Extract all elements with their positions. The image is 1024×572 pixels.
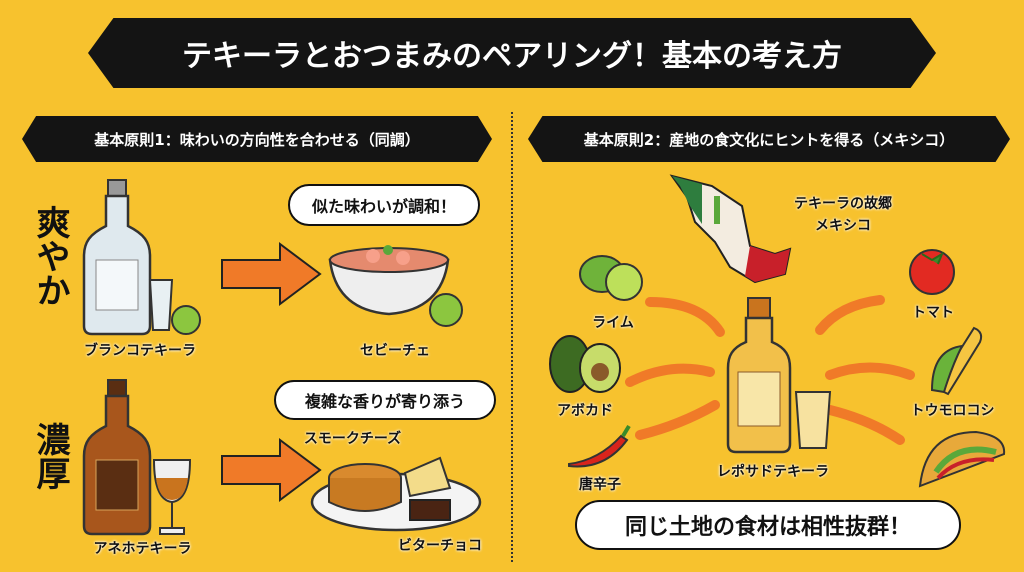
avocado-icon	[549, 335, 621, 393]
arrow-icon	[221, 242, 322, 306]
ceviche-label: セビーチェ	[360, 343, 430, 359]
origin-line1: テキーラの故郷	[794, 196, 892, 212]
blanco-bottle-icon	[82, 179, 201, 336]
cheese-chocolate-plate-icon	[310, 456, 482, 532]
arrow-icon	[221, 438, 322, 502]
left-header-text: 基本原則1：味わいの方向性を合わせる（同調）	[94, 130, 420, 149]
tomato-icon	[909, 249, 955, 295]
origin-line2: メキシコ	[815, 218, 871, 234]
ingredient-corn: トウモロコシ	[910, 403, 995, 419]
reposado-bottle-icon	[726, 297, 832, 454]
mexico-map-icon	[669, 174, 792, 284]
right-header-text: 基本原則2：産地の食文化にヒントを得る（メキシコ）	[583, 130, 955, 149]
bitter-chocolate-label: ビターチョコ	[398, 538, 482, 554]
chili-icon	[568, 424, 631, 468]
section-divider	[511, 112, 513, 562]
reposado-label: レポサドテキーラ	[717, 464, 829, 480]
taste-rich: 濃厚	[30, 422, 70, 490]
anejo-label: アネホテキーラ	[93, 541, 192, 557]
ceviche-bowl-icon	[328, 245, 463, 327]
corn-icon	[930, 326, 983, 396]
speech-bubble-aroma: 複雑な香りが寄り添う	[274, 380, 496, 420]
ingredient-tomato: トマト	[912, 305, 954, 321]
right-section-header: 基本原則2：産地の食文化にヒントを得る（メキシコ）	[528, 116, 1010, 162]
ingredient-avocado: アボカド	[557, 403, 613, 419]
ingredient-lime: ライム	[592, 315, 634, 331]
blanco-label: ブランコテキーラ	[84, 343, 196, 359]
page-title: テキーラとおつまみのペアリング！基本の考え方	[182, 39, 842, 74]
arrows-to-center-icon	[625, 295, 915, 445]
smoked-cheese-label: スモークチーズ	[303, 431, 402, 447]
anejo-bottle-icon	[82, 379, 192, 536]
ingredient-chili: 唐辛子	[579, 477, 621, 493]
title-banner: テキーラとおつまみのペアリング！基本の考え方	[88, 18, 936, 88]
taste-fresh: 爽やか	[30, 205, 70, 307]
lime-icon	[579, 255, 643, 301]
taco-icon	[918, 430, 1006, 488]
speech-bubble-local: 同じ土地の食材は相性抜群！	[575, 500, 961, 550]
left-section-header: 基本原則1：味わいの方向性を合わせる（同調）	[22, 116, 492, 162]
speech-bubble-harmony: 似た味わいが調和！	[288, 184, 480, 226]
